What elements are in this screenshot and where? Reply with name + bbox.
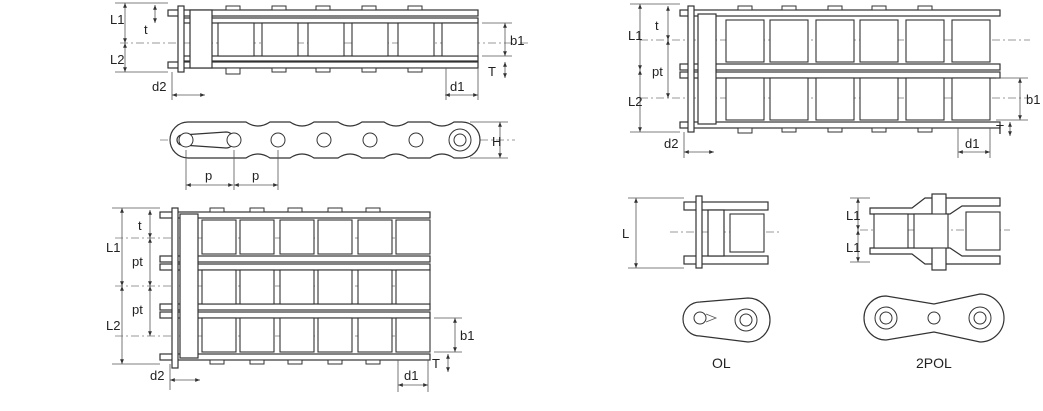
dim-label-b1: b1 <box>510 33 524 48</box>
duplex-chain-top-view: L1 L2 t pt b1 T d1 d2 <box>628 3 1040 158</box>
dim-label-b1: b1 <box>460 328 474 343</box>
dim-label-L2: L2 <box>628 94 642 109</box>
dim-label-H: H <box>492 134 501 149</box>
dim-label-t: t <box>655 18 659 33</box>
caption-ol: OL <box>712 355 731 371</box>
dim-label-b1: b1 <box>1026 92 1040 107</box>
dim-label-pt-1: pt <box>132 254 143 269</box>
dim-label-pt: pt <box>652 64 663 79</box>
dim-label-L1: L1 <box>110 12 124 27</box>
dim-label-L1: L1 <box>106 240 120 255</box>
dim-label-t: t <box>144 22 148 37</box>
dim-label-d1: d1 <box>965 136 979 151</box>
dim-label-d2: d2 <box>664 136 678 151</box>
dim-label-T: T <box>488 64 496 79</box>
dim-label-pt-2: pt <box>132 302 143 317</box>
dim-label-d1: d1 <box>404 368 418 383</box>
dim-label-T: T <box>996 122 1004 137</box>
double-offset-link-2pol: L1 L1 2POL <box>846 193 1010 371</box>
dim-label-L: L <box>622 226 629 241</box>
dim-label-t: t <box>138 218 142 233</box>
offset-link-ol: L OL <box>622 195 780 371</box>
dim-label-p-2: p <box>252 168 259 183</box>
chain-side-view: H p p <box>160 121 515 190</box>
dim-label-d2: d2 <box>152 79 166 94</box>
dim-label-L1-upper: L1 <box>846 208 860 223</box>
dim-label-p-1: p <box>205 168 212 183</box>
caption-2pol: 2POL <box>916 355 952 371</box>
dim-label-d1: d1 <box>450 79 464 94</box>
dim-label-L2: L2 <box>106 318 120 333</box>
simplex-chain-top-view: L1 L2 t b1 T d1 d2 <box>110 2 530 100</box>
dim-label-d2: d2 <box>150 368 164 383</box>
dim-label-T: T <box>432 356 440 371</box>
dim-label-L1-lower: L1 <box>846 240 860 255</box>
triplex-chain-top-view: L1 L2 t pt pt b1 T d1 d2 <box>106 207 474 392</box>
dim-label-L1: L1 <box>628 28 642 43</box>
dim-label-L2: L2 <box>110 52 124 67</box>
